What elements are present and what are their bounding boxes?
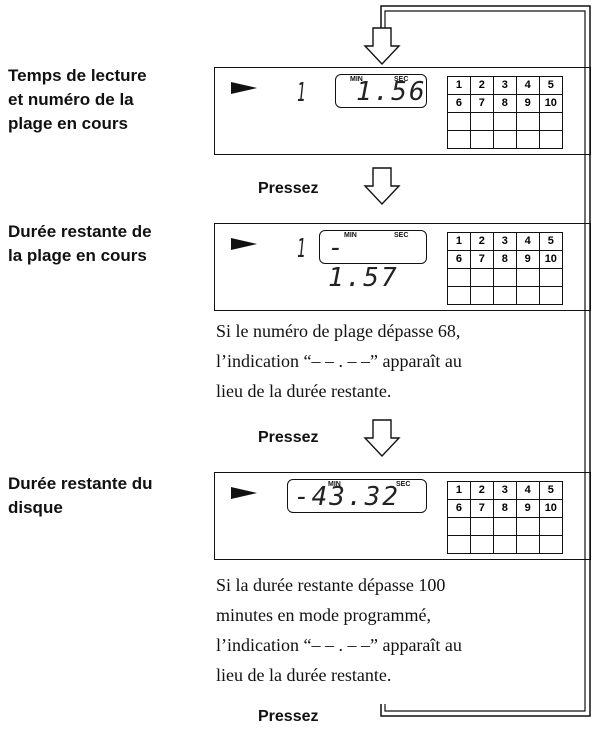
grid-cell: 8 [492, 250, 517, 269]
label-disc-remaining: Durée restante du disque [8, 474, 153, 517]
min-label: MIN [328, 481, 341, 488]
time-window: MIN SEC -43.32 [287, 479, 427, 513]
grid-row [447, 517, 564, 536]
grid-cell: 10 [538, 94, 564, 113]
label-reading: Temps de lecture et numéro de la plage e… [8, 66, 147, 133]
grid-cell: 4 [515, 76, 540, 95]
track-grid: 1 2 3 4 5 6 7 8 9 10 [447, 232, 564, 305]
track-grid: 1 2 3 4 5 6 7 8 9 10 [447, 76, 564, 149]
down-arrow-icon [363, 167, 401, 206]
note-track-limit: Si le numéro de plage dépasse 68, l’indi… [216, 321, 462, 401]
track-grid: 1 2 3 4 5 6 7 8 9 10 [447, 481, 564, 554]
grid-cell: 10 [538, 250, 564, 269]
grid-cell: 5 [538, 76, 564, 95]
grid-cell: 9 [515, 499, 540, 518]
grid-cell: 7 [469, 250, 494, 269]
grid-row [447, 268, 564, 287]
grid-cell: 9 [515, 250, 540, 269]
sec-label: SEC [394, 232, 409, 239]
grid-row: 6 7 8 9 10 [447, 250, 564, 269]
grid-row: 1 2 3 4 5 [447, 76, 564, 95]
label-track-remaining: Durée restante de la plage en cours [8, 222, 152, 265]
grid-row: 6 7 8 9 10 [447, 499, 564, 518]
grid-cell: 1 [447, 481, 471, 500]
play-triangle-icon [231, 82, 257, 94]
grid-cell: 3 [492, 481, 517, 500]
grid-cell: 1 [447, 232, 471, 251]
grid-cell: 3 [492, 76, 517, 95]
grid-cell: 5 [538, 481, 564, 500]
grid-cell: 4 [515, 481, 540, 500]
grid-cell: 8 [492, 499, 517, 518]
grid-cell: 8 [492, 94, 517, 113]
press-label-3: Pressez [258, 708, 319, 725]
grid-cell: 7 [469, 499, 494, 518]
play-triangle-icon [231, 238, 257, 250]
min-label: MIN [350, 76, 363, 83]
grid-cell: 5 [538, 232, 564, 251]
sec-label: SEC [396, 481, 411, 488]
down-arrow-icon [363, 419, 401, 458]
loop-line [380, 5, 591, 717]
grid-row [447, 535, 564, 554]
time-window: MIN SEC 1.56 [335, 74, 427, 108]
grid-cell: 6 [447, 94, 471, 113]
note-disc-limit: Si la durée restante dépasse 100 minutes… [216, 575, 462, 685]
grid-row: 1 2 3 4 5 [447, 232, 564, 251]
grid-cell: 10 [538, 499, 564, 518]
grid-cell: 3 [492, 232, 517, 251]
grid-cell: 6 [447, 499, 471, 518]
grid-cell: 2 [469, 76, 494, 95]
lcd-display-track-remaining: 1 MIN SEC - 1.57 1 2 3 4 5 6 7 8 9 10 [214, 223, 591, 311]
time-readout: 1.56 [356, 77, 427, 107]
grid-row [447, 286, 564, 305]
grid-cell: 2 [469, 481, 494, 500]
sec-label: SEC [394, 76, 409, 83]
track-number: 1 [297, 78, 306, 108]
grid-cell: 4 [515, 232, 540, 251]
grid-row [447, 130, 564, 149]
grid-cell: 9 [515, 94, 540, 113]
down-arrow-icon [363, 27, 401, 66]
time-readout: - 1.57 [328, 233, 399, 293]
grid-cell: 1 [447, 76, 471, 95]
min-label: MIN [344, 232, 357, 239]
grid-row: 1 2 3 4 5 [447, 481, 564, 500]
lcd-display-reading: 1 MIN SEC 1.56 1 2 3 4 5 6 7 8 9 10 [214, 67, 591, 155]
grid-row: 6 7 8 9 10 [447, 94, 564, 113]
time-readout: -43.32 [294, 482, 400, 512]
grid-row [447, 112, 564, 131]
grid-cell: 2 [469, 232, 494, 251]
grid-cell: 7 [469, 94, 494, 113]
press-label-2: Pressez [258, 429, 319, 446]
time-window: MIN SEC - 1.57 [319, 230, 427, 293]
track-number: 1 [297, 234, 306, 264]
lcd-display-disc-remaining: MIN SEC -43.32 1 2 3 4 5 6 7 8 9 10 [214, 472, 591, 560]
grid-cell: 6 [447, 250, 471, 269]
press-label-1: Pressez [258, 180, 319, 197]
play-triangle-icon [231, 487, 257, 499]
